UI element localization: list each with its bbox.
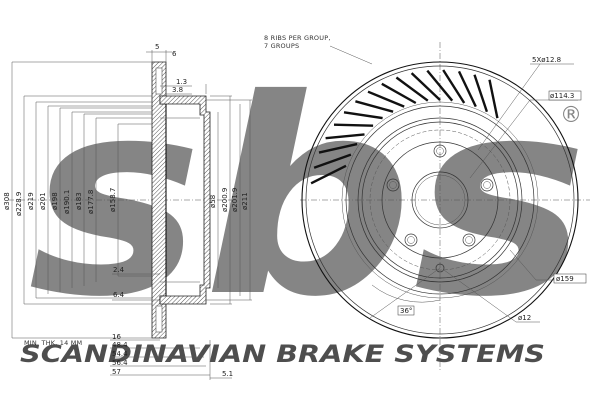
vent-rib bbox=[410, 72, 441, 101]
ring-label: ø159 bbox=[556, 275, 574, 283]
vent-rib bbox=[325, 133, 365, 140]
vent-rib bbox=[395, 76, 429, 102]
dim-3-8: 3.8 bbox=[172, 86, 183, 94]
dim-6: 6 bbox=[172, 50, 177, 58]
dim-d183: ø183 bbox=[75, 192, 83, 210]
dim-57: 57 bbox=[112, 368, 121, 376]
pin-hole-label: ø12 bbox=[518, 314, 531, 322]
dim-d219: ø219 bbox=[27, 192, 35, 210]
vent-rib bbox=[457, 70, 477, 108]
logo-text: sbs bbox=[28, 41, 588, 356]
centre-bore bbox=[411, 171, 469, 229]
disc-outer-edge bbox=[301, 61, 579, 339]
dim-d58: ø58 bbox=[209, 195, 217, 208]
dim-d190: ø190.1 bbox=[63, 190, 71, 214]
dim-56-4: 56.4 bbox=[112, 359, 128, 367]
vent-rib bbox=[367, 90, 405, 108]
min-thickness-note: MIN. THK. 14 MM bbox=[24, 339, 82, 347]
dim-1-3: 1.3 bbox=[176, 78, 187, 86]
vent-rib bbox=[355, 100, 394, 113]
dim-d228: ø228.9 bbox=[15, 192, 23, 216]
ribs-note-line1: 8 RIBS PER GROUP, bbox=[264, 34, 331, 42]
vent-rib bbox=[313, 153, 352, 169]
dim-2-4: 2.4 bbox=[113, 266, 125, 274]
vent-rib bbox=[473, 74, 489, 113]
dim-6-4: 6.4 bbox=[113, 291, 125, 299]
dim-d201-9: ø201.9 bbox=[231, 188, 239, 212]
dim-d177: ø177.8 bbox=[87, 190, 95, 214]
dim-d201: ø201 bbox=[39, 192, 47, 210]
dim-d308: ø308 bbox=[3, 192, 11, 210]
front-disc-view: 8 RIBS PER GROUP, 7 GROUPS 5Xø12.8 ø114.… bbox=[264, 34, 590, 372]
sbs-logo-watermark: sbs ® bbox=[28, 41, 588, 356]
hat-section bbox=[159, 95, 211, 305]
company-watermark: SCANDINAVIAN BRAKE SYSTEMS bbox=[20, 340, 545, 368]
bore-label: ø114.3 bbox=[550, 92, 574, 100]
dim-d198: ø198 bbox=[51, 192, 59, 210]
vent-rib bbox=[310, 164, 347, 185]
dim-d200: ø200.9 bbox=[221, 188, 229, 212]
dim-16: 16 bbox=[112, 333, 121, 341]
bolt-pattern-label: 5Xø12.8 bbox=[532, 56, 561, 64]
side-section-view: ø308 ø228.9 ø219 ø201 ø198 ø190.1 ø183 ø… bbox=[3, 43, 252, 380]
registered-mark: ® bbox=[560, 103, 582, 128]
pin-hole bbox=[435, 263, 445, 273]
dim-48-4: 48.4 bbox=[112, 341, 128, 349]
dim-5-1: 5.1 bbox=[222, 370, 233, 378]
vent-rib bbox=[442, 69, 466, 104]
ribs-note-line2: 7 GROUPS bbox=[264, 42, 299, 50]
vent-rib bbox=[343, 111, 383, 120]
vent-rib bbox=[381, 82, 417, 105]
vent-rib bbox=[333, 123, 374, 127]
bolt-holes bbox=[386, 144, 494, 273]
dim-54-4: 54.4 bbox=[112, 350, 128, 358]
angle-label: 36° bbox=[400, 307, 412, 315]
vent-rib bbox=[488, 79, 499, 119]
vent-rib bbox=[426, 69, 454, 102]
dim-d158: ø158.7 bbox=[109, 188, 117, 212]
vent-rib bbox=[318, 142, 358, 154]
vent-ribs bbox=[310, 69, 499, 185]
dim-5: 5 bbox=[155, 43, 159, 51]
dim-d211: ø211 bbox=[241, 192, 249, 210]
